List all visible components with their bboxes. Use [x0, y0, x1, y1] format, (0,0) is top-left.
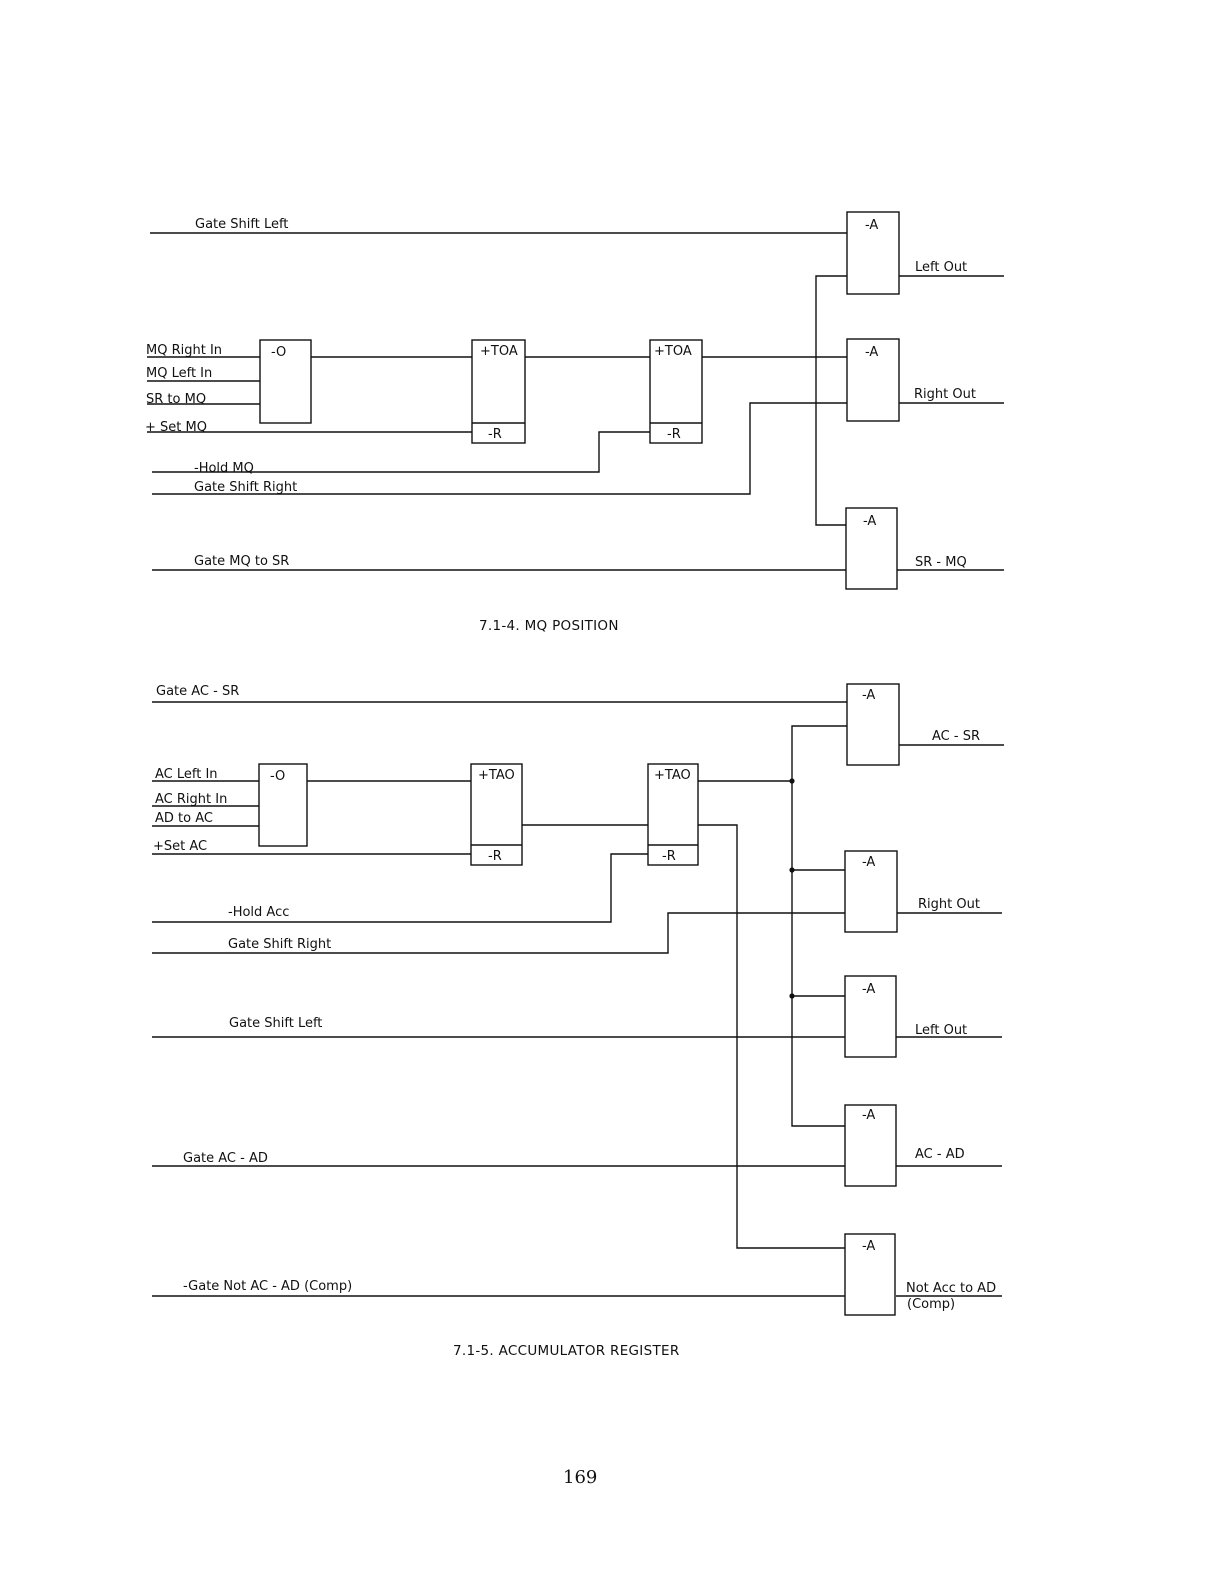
- acc-caption: 7.1-5. ACCUMULATOR REGISTER: [453, 1343, 680, 1359]
- acc-not-acc-ad-label: Not Acc to AD: [906, 1281, 996, 1296]
- acc-not-acc-ad-comp-label: (Comp): [907, 1297, 955, 1312]
- acc-tao1-label: +TAO: [478, 768, 515, 783]
- acc-and-left-label: -A: [862, 982, 875, 997]
- acc-gate-ac-sr-label: Gate AC - SR: [156, 684, 239, 699]
- mq-left-in-label: MQ Left In: [146, 366, 212, 381]
- acc-and-ac-ad-label: -A: [862, 1108, 875, 1123]
- mq-toa1-block: [471, 339, 526, 444]
- mq-right-out-label: Right Out: [914, 387, 976, 402]
- mq-wires: [147, 232, 1004, 571]
- acc-and-right-label: -A: [862, 855, 875, 870]
- acc-tao2-label: +TAO: [654, 768, 691, 783]
- acc-wires: [152, 701, 1004, 1297]
- mq-caption: 7.1-4. MQ POSITION: [479, 618, 619, 634]
- acc-tao1-reset-label: -R: [488, 849, 502, 864]
- acc-and-ac-ad-gate: [844, 1104, 897, 1187]
- acc-or-label: -O: [270, 769, 285, 784]
- mq-and-right-gate: [846, 338, 900, 422]
- mq-sr-to-mq-label: SR to MQ: [146, 392, 206, 407]
- mq-and-left-gate: [846, 211, 900, 295]
- acc-junction-1: [789, 778, 795, 784]
- acc-gate-shift-left-label: Gate Shift Left: [229, 1016, 322, 1031]
- acc-and-right-gate: [844, 850, 898, 933]
- mq-toa1-label: +TOA: [480, 344, 518, 359]
- acc-left-out-label: Left Out: [915, 1023, 967, 1038]
- acc-and-not-gate: [844, 1233, 896, 1316]
- mq-hold-mq-label: -Hold MQ: [194, 461, 254, 476]
- mq-and-left-label: -A: [865, 218, 878, 233]
- mq-or-label: -O: [271, 345, 286, 360]
- acc-gate-shift-right-label: Gate Shift Right: [228, 937, 331, 952]
- acc-junction-2: [789, 867, 795, 873]
- mq-left-out-label: Left Out: [915, 260, 967, 275]
- acc-tao2-block: [647, 763, 699, 866]
- mq-toa2-label: +TOA: [654, 344, 692, 359]
- acc-junction-3: [789, 993, 795, 999]
- acc-right-out-label: Right Out: [918, 897, 980, 912]
- acc-right-in-label: AC Right In: [155, 792, 227, 807]
- mq-gate-mq-to-sr-label: Gate MQ to SR: [194, 554, 289, 569]
- mq-right-in-label: MQ Right In: [146, 343, 222, 358]
- acc-tao1-block: [470, 763, 523, 866]
- mq-toa2-reset-label: -R: [667, 427, 681, 442]
- acc-tao2-reset-label: -R: [662, 849, 676, 864]
- mq-or-gate: [259, 339, 312, 424]
- mq-and-right-label: -A: [865, 345, 878, 360]
- acc-ac-sr-out-label: AC - SR: [932, 729, 980, 744]
- acc-set-ac-label: +Set AC: [153, 839, 207, 854]
- acc-and-not-label: -A: [862, 1239, 875, 1254]
- mq-and-sr-gate: [845, 507, 898, 590]
- acc-and-ac-sr-label: -A: [862, 688, 875, 703]
- acc-left-in-label: AC Left In: [155, 767, 218, 782]
- acc-and-left-gate: [844, 975, 897, 1058]
- mq-toa2-block: [649, 339, 703, 444]
- accumulator-diagram: -O +TAO -R +TAO -R -A -A -A -A -A Gate A…: [152, 683, 1004, 1359]
- acc-ac-ad-out-label: AC - AD: [915, 1147, 965, 1162]
- acc-hold-acc-label: -Hold Acc: [228, 905, 289, 920]
- mq-toa1-reset-label: -R: [488, 427, 502, 442]
- mq-gate-shift-left-label: Gate Shift Left: [195, 217, 288, 232]
- acc-gate-not-ac-ad-label: -Gate Not AC - AD (Comp): [183, 1279, 352, 1294]
- acc-and-ac-sr-gate: [846, 683, 900, 766]
- acc-gate-ac-ad-label: Gate AC - AD: [183, 1151, 268, 1166]
- mq-sr-mq-label: SR - MQ: [915, 555, 967, 570]
- acc-or-gate: [258, 763, 308, 847]
- acc-ad-to-ac-label: AD to AC: [155, 811, 213, 826]
- mq-and-sr-label: -A: [863, 514, 876, 529]
- mq-set-mq-label: + Set MQ: [145, 420, 207, 435]
- mq-gate-shift-right-label: Gate Shift Right: [194, 480, 297, 495]
- page-number: 169: [563, 1467, 597, 1488]
- mq-position-diagram: -O +TOA -R +TOA -R -A -A -A Gate Shift L…: [145, 211, 1004, 634]
